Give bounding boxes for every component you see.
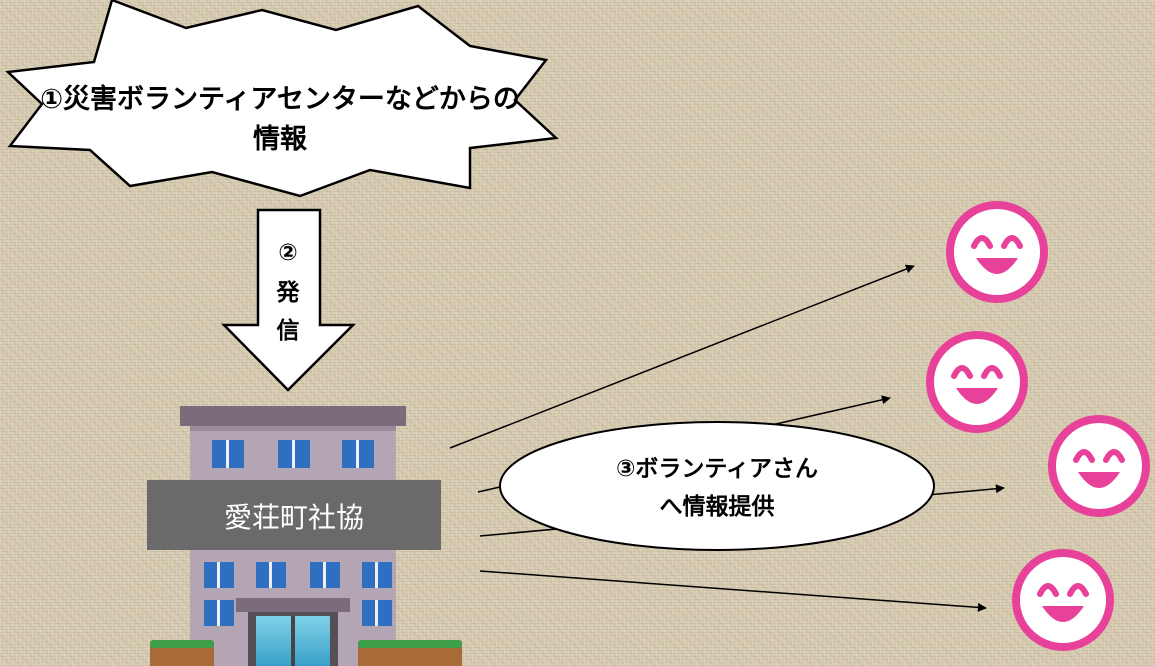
volunteer-face-2 <box>926 331 1028 433</box>
lower-windows <box>204 600 392 626</box>
office-building: 愛荘町社協 <box>147 406 462 666</box>
top-windows <box>212 440 374 468</box>
bubble-line2: へ情報提供 <box>660 493 775 520</box>
burst-line1: ①災害ボランティアセンターなどからの <box>40 83 520 115</box>
bubble-shape <box>499 421 935 551</box>
smiley-face-icon <box>1012 549 1114 651</box>
info-burst: ①災害ボランティアセンターなどからの 情報 <box>5 0 559 198</box>
planters <box>150 640 462 666</box>
building-sign-band <box>147 480 441 550</box>
middle-windows <box>204 562 392 588</box>
volunteer-face-3 <box>1048 415 1150 517</box>
down-arrow-shape <box>221 208 357 392</box>
building-sign: 愛荘町社協 <box>224 501 364 534</box>
info-bubble: ③ボランティアさん へ情報提供 <box>499 421 935 551</box>
burst-line2: 情報 <box>253 124 308 155</box>
building-entrance <box>236 598 350 666</box>
arrow-to-volunteer-4 <box>479 570 987 612</box>
building-roof <box>180 406 406 426</box>
arrow-to-volunteer-1 <box>449 264 915 449</box>
send-arrow: ② 発 信 <box>221 208 357 392</box>
burst-shape <box>5 0 559 198</box>
volunteer-face-4 <box>1012 549 1114 651</box>
smiley-face-icon <box>926 331 1028 433</box>
arrow-char-2: 発 <box>276 280 301 306</box>
arrow-char-3: 信 <box>277 317 300 344</box>
arrow-char-1: ② <box>278 240 297 266</box>
bubble-line1: ③ボランティアさん <box>616 456 818 482</box>
volunteer-face-1 <box>946 201 1048 303</box>
smiley-face-icon <box>946 201 1048 303</box>
smiley-face-icon <box>1048 415 1150 517</box>
